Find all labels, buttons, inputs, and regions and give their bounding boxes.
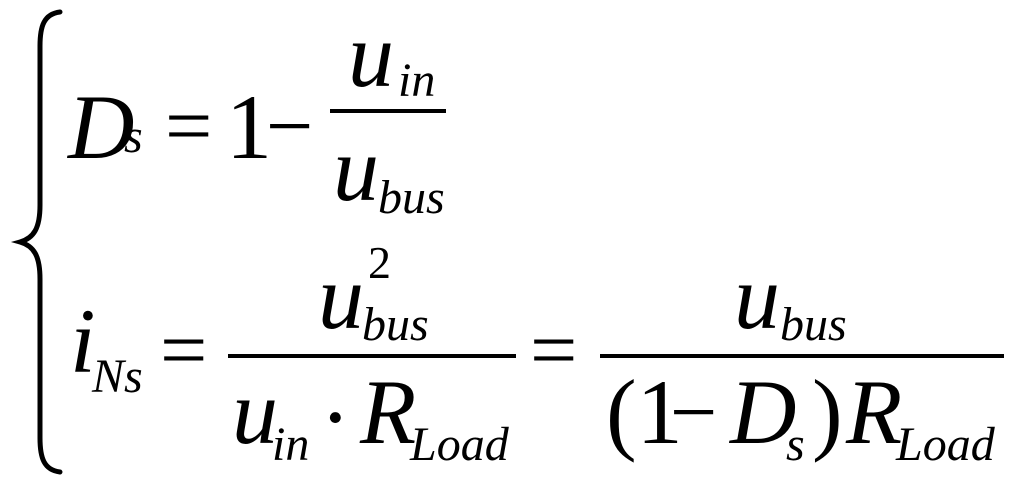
eq2-frac1-numerator-sub: bus <box>362 298 429 351</box>
equation-2: i Ns = u 2 bus u in · R Load = u bus (1 … <box>70 237 1004 471</box>
eq1-minus: − <box>266 80 313 173</box>
eq2-frac2-den-D-sub: s <box>786 418 805 471</box>
eq2-frac2-den-D: D <box>728 361 796 463</box>
eq2-frac2-den-close: ) <box>812 361 843 463</box>
eq1-numerator-sub: in <box>398 54 435 107</box>
eq2-lhs: i <box>70 290 96 392</box>
eq2-frac2-numerator: u <box>734 246 780 348</box>
eq2-equals-2: = <box>530 304 577 397</box>
eq2-frac1-numerator: u <box>318 246 364 348</box>
eq2-lhs-sub: Ns <box>91 350 143 403</box>
eq1-equals: = <box>165 80 212 173</box>
eq2-frac2-numerator-sub: bus <box>780 298 847 351</box>
eq2-frac2-den-minus: − <box>670 366 717 459</box>
eq2-frac1-den-dot: · <box>320 366 351 468</box>
eq2-frac2-den-R: R <box>845 361 902 463</box>
equation-1: D s = 1 − u in u bus <box>66 4 446 224</box>
eq2-frac2-den-R-sub: Load <box>895 418 996 471</box>
eq2-frac1-den-u: u <box>232 361 278 463</box>
eq2-frac2-den-open: (1 <box>606 361 683 463</box>
eq2-frac1-den-R: R <box>359 361 416 463</box>
eq2-frac1-den-u-sub: in <box>272 418 309 471</box>
left-brace <box>10 9 63 475</box>
eq2-frac1-den-R-sub: Load <box>409 418 510 471</box>
eq1-lhs: D <box>66 76 134 178</box>
eq2-equals-1: = <box>160 304 207 397</box>
eq1-denominator: u <box>333 118 379 220</box>
eq1-numerator: u <box>348 4 394 106</box>
eq2-frac1-numerator-sup: 2 <box>368 237 391 288</box>
eq1-denominator-sub: bus <box>378 171 445 224</box>
eq1-one: 1 <box>226 76 272 178</box>
eq1-lhs-sub: s <box>124 110 143 163</box>
